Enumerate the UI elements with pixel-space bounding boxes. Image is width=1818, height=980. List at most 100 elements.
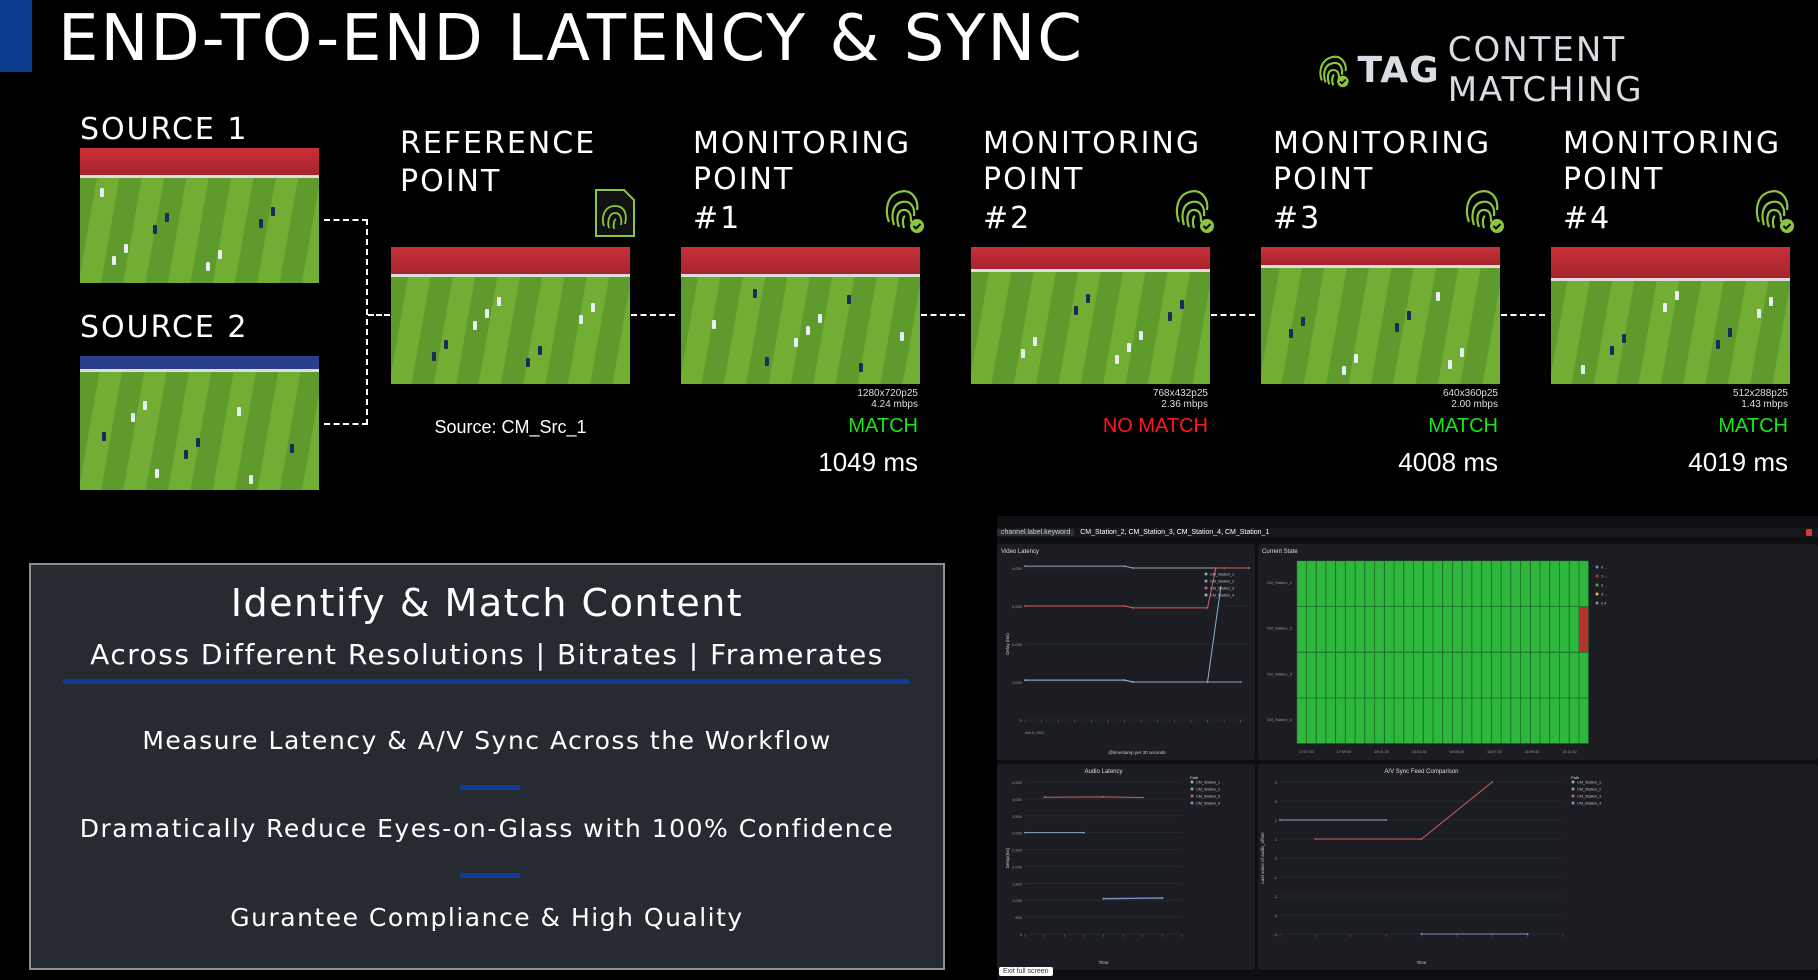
- player-figure: [1168, 312, 1172, 321]
- state-cell: [1579, 698, 1589, 744]
- state-cell: [1384, 606, 1394, 653]
- series-line-CM_Station_3: [1044, 796, 1143, 799]
- player-figure: [1074, 306, 1078, 315]
- state-cell: [1374, 652, 1385, 698]
- y-tick-label: 1,000: [1012, 680, 1023, 685]
- monitoring-thumbnail[interactable]: [1551, 247, 1790, 384]
- connector: [1211, 314, 1255, 316]
- player-figure: [473, 321, 477, 330]
- state-cell: [1306, 698, 1317, 744]
- player-figure: [900, 332, 904, 341]
- data-point: [1420, 933, 1423, 935]
- state-cell: [1413, 606, 1424, 653]
- panel-subheading: Across Different Resolutions | Bitrates …: [90, 638, 884, 671]
- state-cell: [1316, 560, 1326, 607]
- player-figure: [259, 219, 263, 228]
- exit-full-screen-button[interactable]: Exit full screen: [999, 967, 1053, 976]
- data-point: [1141, 796, 1144, 799]
- source-2-thumbnail[interactable]: [80, 356, 319, 490]
- player-figure: [206, 262, 210, 271]
- player-figure: [290, 444, 294, 453]
- data-point: [1526, 933, 1529, 935]
- legend-item: CM_Station_1: [1210, 573, 1234, 577]
- panel-point-3: Gurantee Compliance & High Quality: [230, 903, 744, 932]
- monitoring-thumbnail[interactable]: [1261, 247, 1500, 384]
- legend-item: CM_Station_3: [1210, 587, 1234, 591]
- player-figure: [579, 315, 583, 324]
- state-cell: [1413, 698, 1424, 744]
- y-tick-label: 0: [1275, 856, 1278, 861]
- state-cell: [1471, 606, 1482, 653]
- divider: [63, 679, 909, 684]
- state-cell: [1471, 698, 1482, 744]
- player-figure: [712, 320, 716, 329]
- data-point: [1024, 679, 1026, 681]
- legend-title: Path: [1190, 775, 1198, 780]
- state-cell: [1569, 560, 1579, 607]
- close-filter-icon[interactable]: [1806, 529, 1812, 536]
- state-cell: [1540, 606, 1550, 653]
- player-figure: [143, 401, 147, 410]
- player-figure: [1622, 334, 1626, 343]
- state-cell: [1442, 560, 1453, 607]
- match-status: NO MATCH: [1102, 415, 1208, 437]
- row-label: CM_Station_1: [1267, 580, 1293, 585]
- y-tick-label: 1,500: [1012, 881, 1023, 886]
- series-line-CM_Station_4: [1025, 586, 1222, 683]
- state-cell: [1501, 652, 1511, 698]
- y-tick-label: -1: [1273, 875, 1277, 880]
- state-cell: [1491, 698, 1502, 744]
- source-1-label: SOURCE 1: [80, 112, 249, 147]
- player-figure: [124, 244, 128, 253]
- state-cell: [1306, 606, 1317, 653]
- monitoring-label-line1: MONITORING: [1273, 126, 1492, 161]
- chart-title: Video Latency: [1001, 549, 1039, 555]
- player-figure: [806, 326, 810, 335]
- state-cell: [1549, 606, 1560, 653]
- page-title: END-TO-END LATENCY & SYNC: [58, 2, 1084, 76]
- player-figure: [237, 407, 241, 416]
- logo-tag: TAG: [1357, 49, 1440, 91]
- legend-swatch: [1571, 794, 1575, 798]
- legend-swatch: [1204, 572, 1208, 576]
- player-figure: [1395, 323, 1399, 332]
- state-cell: [1306, 560, 1317, 607]
- legend-swatch: [1595, 574, 1599, 578]
- state-cell: [1355, 652, 1365, 698]
- y-tick-label: 0: [1020, 932, 1023, 937]
- x-axis-label: @timestamp per 30 seconds: [1108, 750, 1166, 755]
- legend-item: CM_Station_1: [1196, 781, 1220, 785]
- latency-value: 1049 ms: [818, 447, 918, 477]
- filter-bar[interactable]: channel.label.keyword CM_Station_2, CM_S…: [997, 528, 1818, 537]
- player-figure: [218, 250, 222, 259]
- state-cell: [1452, 606, 1463, 653]
- monitoring-label-line2: POINT: [1273, 162, 1375, 197]
- player-figure: [1033, 337, 1037, 346]
- player-figure: [538, 346, 542, 355]
- source-2-label: SOURCE 2: [80, 310, 249, 345]
- state-cell: [1325, 698, 1336, 744]
- legend-swatch: [1190, 787, 1194, 791]
- state-cell: [1335, 606, 1346, 653]
- player-figure: [1581, 365, 1585, 374]
- player-figure: [249, 475, 253, 484]
- monitoring-thumbnail[interactable]: [681, 247, 920, 384]
- state-cell: [1540, 652, 1550, 698]
- state-cell: [1559, 698, 1570, 744]
- x-axis-label: Time: [1099, 960, 1109, 965]
- player-figure: [1289, 329, 1293, 338]
- filter-value[interactable]: CM_Station_2, CM_Station_3, CM_Station_4…: [1080, 529, 1270, 536]
- player-figure: [1610, 346, 1614, 355]
- legend-item: CM_Station_4: [1196, 802, 1220, 806]
- player-figure: [432, 352, 436, 361]
- reference-thumbnail[interactable]: [391, 247, 630, 384]
- legend-swatch: [1190, 801, 1194, 805]
- state-cell: [1510, 652, 1521, 698]
- legend-title: Path: [1571, 775, 1579, 780]
- stream-bitrate: 2.00 mbps: [1451, 399, 1498, 410]
- filter-key[interactable]: channel.label.keyword: [997, 529, 1075, 536]
- monitoring-thumbnail[interactable]: [971, 247, 1210, 384]
- source-1-thumbnail[interactable]: [80, 148, 319, 283]
- monitoring-label-line2: POINT: [983, 162, 1085, 197]
